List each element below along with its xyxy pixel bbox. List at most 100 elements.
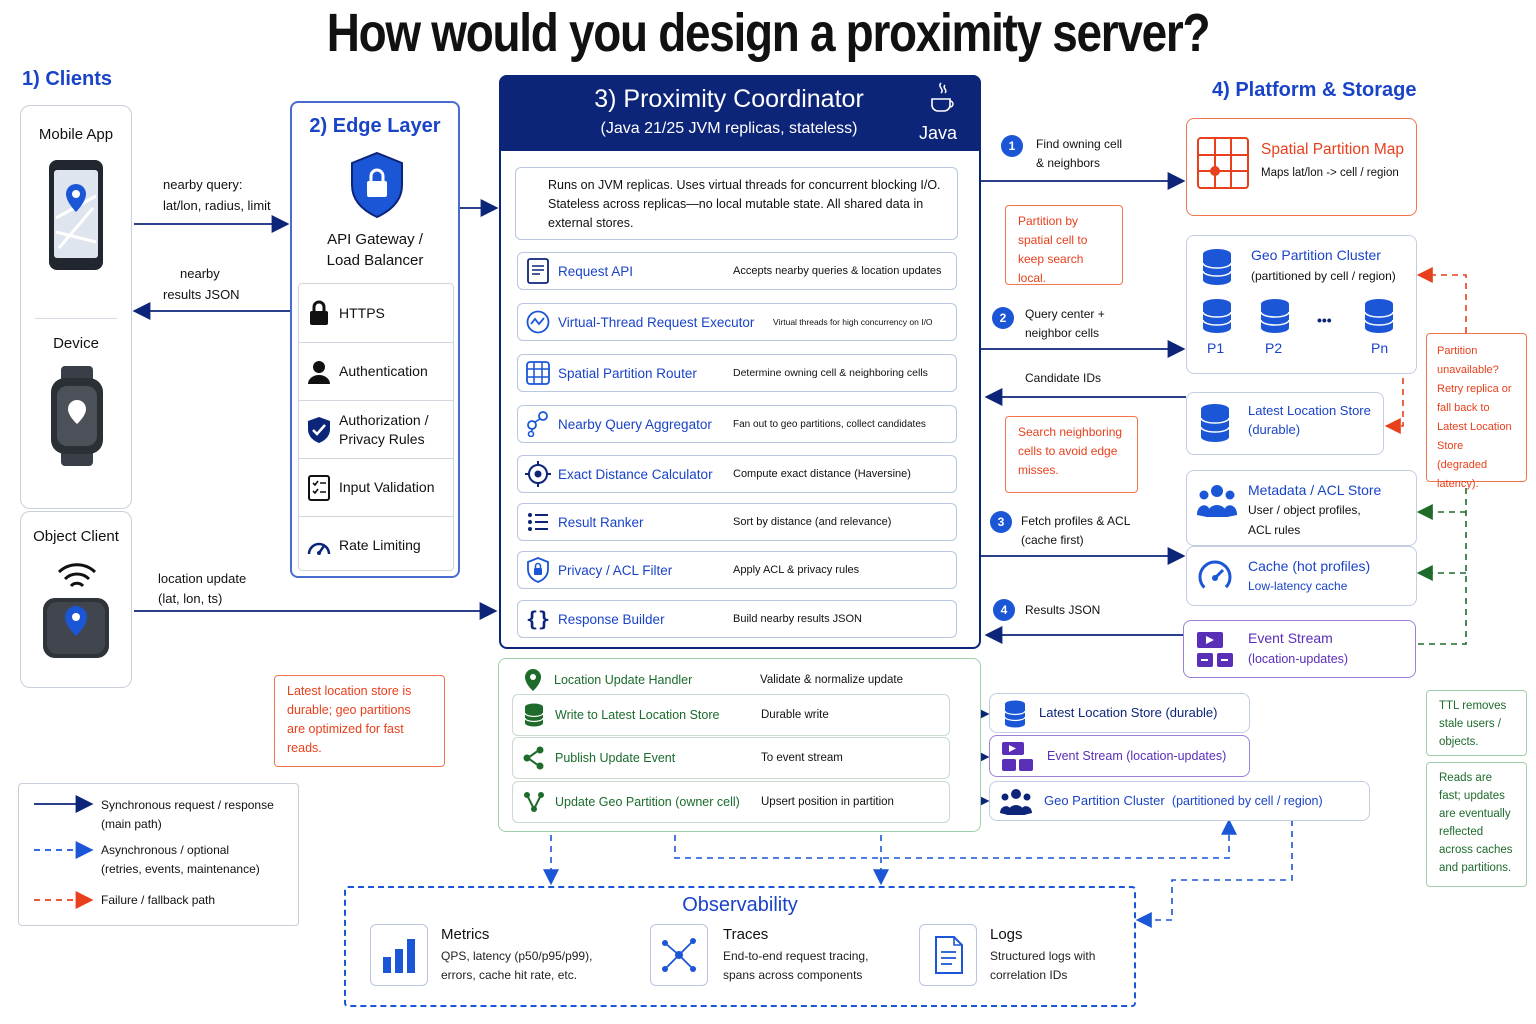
step-badge: 3 bbox=[990, 511, 1012, 533]
clients-panel: Mobile App Device bbox=[20, 105, 132, 509]
latest-store-sub: (durable) bbox=[1248, 422, 1301, 437]
component-desc: Build nearby results JSON bbox=[733, 613, 862, 625]
shield-lock-icon bbox=[527, 557, 549, 583]
shield-lock-icon bbox=[351, 151, 403, 219]
step-1-text: Find owning cell& neighbors bbox=[1036, 137, 1123, 170]
step-badge: 2 bbox=[992, 307, 1014, 329]
component-name: Request API bbox=[558, 263, 634, 279]
mobile-app-label: Mobile App bbox=[38, 126, 114, 143]
partition-db-icon bbox=[1202, 299, 1232, 333]
observability-panel: Observability Metrics QPS, latency (p50/… bbox=[344, 886, 1136, 1007]
users-icon bbox=[1000, 789, 1032, 815]
document-icon bbox=[527, 258, 549, 284]
tracker-device-icon bbox=[43, 563, 109, 658]
legend-async: Asynchronous / optional(retries, events,… bbox=[101, 843, 260, 876]
event-stream-title: Event Stream bbox=[1248, 630, 1333, 646]
edge-item-label: HTTPS bbox=[339, 304, 385, 321]
note-partition: Partition by spatial cell to keep search… bbox=[1005, 205, 1123, 285]
component-distance: Exact Distance Calculator Compute exact … bbox=[517, 455, 957, 493]
update-desc: Validate & normalize update bbox=[760, 674, 903, 686]
database-icon bbox=[1200, 404, 1230, 442]
gateway-label-2: Load Balancer bbox=[326, 252, 424, 269]
latest-location-store: Latest Location Store (durable) bbox=[1186, 392, 1384, 455]
mobile-phone-icon bbox=[49, 160, 103, 270]
stream-icon bbox=[1002, 742, 1033, 771]
target-geo-label: Geo Partition Cluster (partitioned by ce… bbox=[1044, 793, 1323, 808]
observability-heading: Observability bbox=[682, 894, 798, 916]
component-router: Spatial Partition Router Determine ownin… bbox=[517, 354, 957, 392]
user-icon bbox=[308, 360, 330, 384]
update-desc: To event stream bbox=[761, 752, 843, 764]
nodes-icon bbox=[527, 411, 548, 437]
component-name: Result Ranker bbox=[558, 514, 644, 530]
spatial-map-title: Spatial Partition Map bbox=[1261, 141, 1405, 158]
results-label-1: nearby bbox=[180, 266, 220, 281]
edge-item-label: Authentication bbox=[339, 363, 428, 379]
target-latest-store: Latest Location Store (durable) bbox=[989, 693, 1250, 733]
component-desc: Determine owning cell & neighboring cell… bbox=[733, 367, 928, 379]
users-icon bbox=[1197, 485, 1237, 517]
branch-icon bbox=[524, 792, 544, 812]
edge-item-authorization: Authorization / Privacy Rules bbox=[299, 400, 453, 458]
share-icon bbox=[523, 746, 544, 770]
java-coffee-icon bbox=[931, 82, 954, 112]
note-ttl: TTL removes stale users / objects. bbox=[1426, 690, 1527, 756]
metrics-tile bbox=[370, 924, 428, 986]
edge-item-rate-limiting: Rate Limiting bbox=[299, 516, 453, 574]
geo-cluster-title: Geo Partition Cluster bbox=[1251, 247, 1381, 263]
update-write-latest: Write to Latest Location Store Durable w… bbox=[512, 694, 950, 736]
step-candidates-text: Candidate IDs bbox=[1025, 371, 1102, 385]
component-executor: Virtual-Thread Request Executor Virtual … bbox=[517, 303, 957, 341]
java-label: Java bbox=[919, 123, 958, 143]
edge-item-authentication: Authentication bbox=[299, 342, 453, 400]
component-name: Response Builder bbox=[558, 611, 665, 627]
query-label-2: lat/lon, radius, limit bbox=[163, 198, 271, 213]
object-client-panel: Object Client bbox=[20, 511, 132, 688]
component-desc: Apply ACL & privacy rules bbox=[733, 564, 860, 576]
edge-layer-panel: 2) Edge Layer API Gateway / Load Balance… bbox=[290, 101, 460, 578]
partition-db-icon bbox=[1260, 299, 1290, 333]
note-failure: Partition unavailable? Retry replica or … bbox=[1426, 333, 1527, 490]
arrow-failure-geo bbox=[1416, 267, 1467, 333]
component-name: Privacy / ACL Filter bbox=[558, 562, 673, 578]
stream-icon bbox=[1197, 632, 1233, 667]
step-4-text: Results JSON bbox=[1025, 603, 1101, 617]
target-event-label: Event Stream (location-updates) bbox=[1047, 749, 1227, 763]
metrics-text: Metrics QPS, latency (p50/p95/p99), erro… bbox=[441, 926, 593, 982]
smartwatch-icon bbox=[51, 366, 103, 466]
event-stream: Event Stream (location-updates) bbox=[1183, 620, 1416, 678]
spatial-map-sub: Maps lat/lon -> cell / region bbox=[1261, 167, 1399, 179]
platform-heading: 4) Platform & Storage bbox=[1212, 79, 1417, 101]
logs-tile bbox=[919, 924, 977, 986]
component-desc: Virtual threads for high concurrency on … bbox=[773, 317, 933, 327]
clients-heading: 1) Clients bbox=[22, 68, 113, 90]
target-event-stream: Event Stream (location-updates) bbox=[989, 735, 1250, 777]
component-desc: Fan out to geo partitions, collect candi… bbox=[733, 418, 926, 430]
cache-title: Cache (hot profiles) bbox=[1248, 558, 1371, 574]
update-label-1: location update bbox=[158, 571, 247, 586]
step-badge: 4 bbox=[993, 599, 1015, 621]
legend-failure: Failure / fallback path bbox=[101, 893, 216, 907]
metadata-sub1: User / object profiles, bbox=[1248, 503, 1361, 517]
gauge-icon bbox=[1198, 560, 1232, 593]
edge-features: HTTPS Authentication Authorization / Pri… bbox=[298, 283, 454, 571]
event-stream-sub: (location-updates) bbox=[1248, 652, 1349, 666]
partition-label: Pn bbox=[1371, 340, 1389, 356]
metadata-title: Metadata / ACL Store bbox=[1248, 482, 1382, 498]
edge-item-label: Rate Limiting bbox=[339, 537, 421, 553]
traces-text: Traces End-to-end request tracing, spans… bbox=[723, 926, 869, 982]
component-desc: Accepts nearby queries & location update… bbox=[733, 265, 942, 277]
update-geo-partition: Update Geo Partition (owner cell) Upsert… bbox=[512, 781, 950, 823]
step-2-text: Query center +neighbor cells bbox=[1025, 307, 1105, 340]
component-name: Virtual-Thread Request Executor bbox=[558, 314, 755, 330]
gateway-label-1: API Gateway / bbox=[327, 231, 423, 248]
update-name: Write to Latest Location Store bbox=[555, 708, 720, 722]
component-request-api: Request API Accepts nearby queries & loc… bbox=[517, 252, 957, 290]
geo-cluster-sub: (partitioned by cell / region) bbox=[1251, 269, 1396, 283]
spatial-partition-map: Spatial Partition Map Maps lat/lon -> ce… bbox=[1186, 118, 1417, 216]
partition-label: P1 bbox=[1207, 340, 1225, 356]
page-title: How would you design a proximity server? bbox=[326, 3, 1211, 63]
checklist-icon bbox=[308, 474, 330, 501]
component-name: Spatial Partition Router bbox=[558, 365, 697, 381]
metadata-acl-store: Metadata / ACL Store User / object profi… bbox=[1186, 470, 1417, 546]
